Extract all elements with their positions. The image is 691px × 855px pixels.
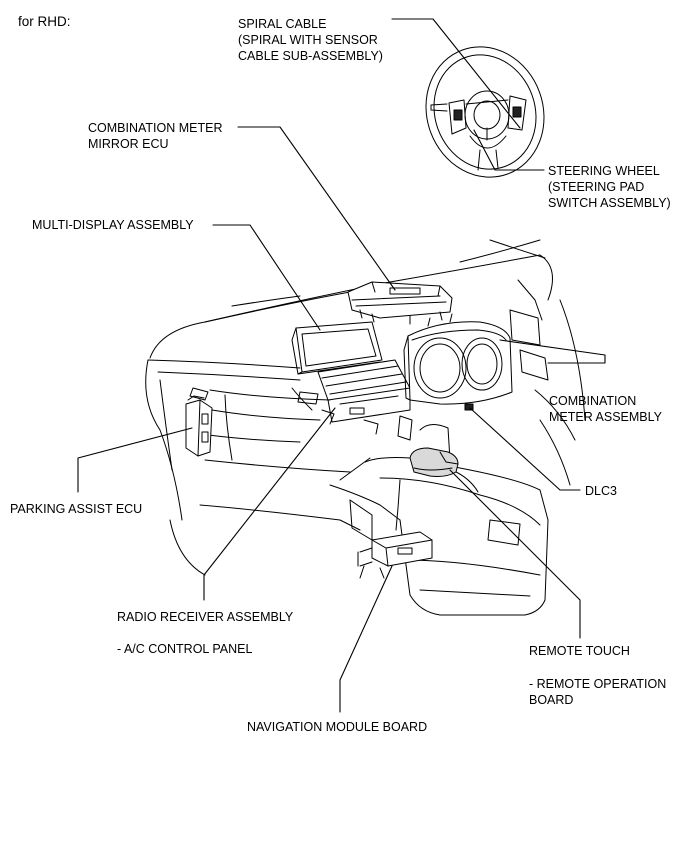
leader-lines (77, 18, 606, 713)
variant-heading: for RHD: (18, 14, 71, 29)
meter-mirror-ecu-drawing (347, 281, 453, 325)
label-dlc3: DLC3 (585, 484, 617, 498)
radio-receiver-drawing (317, 359, 413, 441)
label-multi-display-assembly: MULTI-DISPLAY ASSEMBLY (32, 218, 194, 232)
label-ac-control-panel: - A/C CONTROL PANEL (117, 642, 253, 656)
dashboard-outline (145, 239, 586, 616)
label-remote-touch: REMOTE TOUCH (529, 644, 630, 658)
label-combination-meter-mirror-ecu: COMBINATION METER MIRROR ECU (88, 121, 223, 151)
label-navigation-module-board: NAVIGATION MODULE BOARD (247, 720, 428, 734)
remote-touch-drawing (409, 447, 459, 477)
label-radio-receiver-assembly: RADIO RECEIVER ASSEMBLY (117, 610, 294, 624)
label-remote-operation-board: - REMOTE OPERATION BOARD (529, 677, 667, 707)
multi-display-drawing (291, 321, 383, 375)
steering-wheel-drawing (425, 46, 545, 178)
label-combination-meter-assembly: COMBINATION METER ASSEMBLY (549, 394, 662, 424)
label-steering-wheel: STEERING WHEEL (STEERING PAD SWITCH ASSE… (548, 164, 671, 210)
label-parking-assist-ecu: PARKING ASSIST ECU (10, 502, 143, 516)
parking-assist-ecu-drawing (185, 395, 213, 457)
combination-meter-drawing (403, 313, 513, 411)
navigation-module-drawing (357, 479, 433, 579)
label-spiral-cable: SPIRAL CABLE (SPIRAL WITH SENSOR CABLE S… (238, 17, 383, 63)
